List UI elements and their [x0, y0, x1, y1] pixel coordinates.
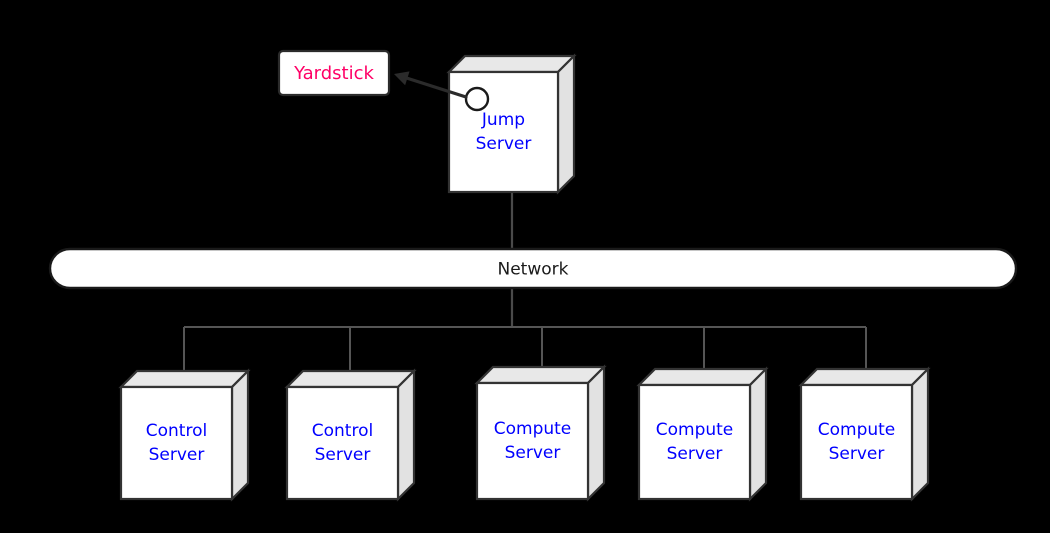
yardstick-node[interactable]: Yardstick [277, 49, 391, 97]
server-3-label-line1: Compute [656, 420, 734, 440]
server-3-top-face [636, 367, 769, 387]
yardstick-label: Yardstick [293, 63, 374, 84]
yardstick-arrow [394, 71, 468, 99]
server-1-top-face [284, 369, 417, 389]
server-nodes[interactable]: ControlServerControlServerComputeServerC… [118, 364, 931, 502]
server-4-label-line2: Server [829, 444, 885, 464]
jump-server-label-line1: Jump [481, 110, 525, 130]
network-label: Network [498, 260, 569, 280]
network-bar[interactable] [48, 247, 1018, 290]
server-2-label-line2: Server [505, 443, 561, 463]
jump-server-interface-icon [464, 86, 490, 112]
server-2-label-line1: Compute [494, 419, 572, 439]
arrow-head-icon [394, 71, 410, 86]
server-1-front-face[interactable] [285, 385, 400, 501]
server-0-front-face[interactable] [119, 385, 234, 501]
server-4-top-face [798, 367, 931, 387]
jump-server-label-line2: Server [476, 134, 532, 154]
server-0-top-face [118, 369, 251, 389]
jump-server-front-face[interactable] [447, 70, 560, 194]
server-3-front-face[interactable] [637, 383, 752, 501]
arrow-shaft [405, 76, 468, 99]
server-0-label-line2: Server [149, 445, 205, 465]
jump-server-side-face [556, 53, 576, 195]
server-2-top-face [474, 365, 607, 385]
network-node[interactable]: Network [48, 247, 1018, 290]
server-2-front-face[interactable] [475, 381, 590, 501]
yardstick-box[interactable] [277, 49, 391, 97]
server-0-side-face [230, 368, 250, 502]
connector-lines [183, 192, 867, 371]
server-4-side-face [910, 366, 930, 502]
server-1-side-face [396, 368, 416, 502]
server-1-label-line2: Server [315, 445, 371, 465]
server-4-front-face[interactable] [799, 383, 914, 501]
jump-server-top-face [446, 54, 577, 74]
server-4-label-line1: Compute [818, 420, 896, 440]
server-0-label-line1: Control [146, 421, 207, 441]
server-3-side-face [748, 366, 768, 502]
server-1-label-line1: Control [312, 421, 373, 441]
server-2-side-face [586, 364, 606, 502]
server-3-label-line2: Server [667, 444, 723, 464]
